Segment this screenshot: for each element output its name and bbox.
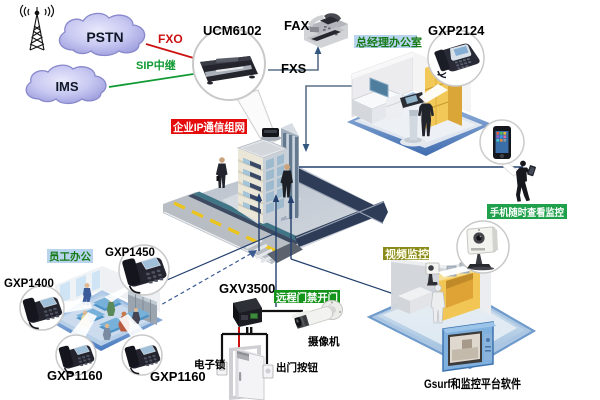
svg-text:PSTN: PSTN bbox=[86, 29, 123, 45]
svg-text:电子锁: 电子锁 bbox=[194, 358, 226, 371]
svg-text:总经理办公室: 总经理办公室 bbox=[356, 35, 422, 49]
svg-text:SIP中继: SIP中继 bbox=[136, 58, 176, 72]
svg-text:GXV3500: GXV3500 bbox=[219, 281, 275, 296]
svg-text:FAX: FAX bbox=[284, 18, 310, 33]
svg-text:FXS: FXS bbox=[281, 61, 307, 76]
svg-text:视频监控: 视频监控 bbox=[385, 247, 429, 261]
svg-text:出门按钮: 出门按钮 bbox=[276, 361, 318, 374]
svg-text:GXP1450: GXP1450 bbox=[105, 247, 155, 259]
svg-text:远程门禁开门: 远程门禁开门 bbox=[276, 291, 338, 304]
svg-text:UCM6102: UCM6102 bbox=[203, 23, 262, 38]
svg-text:FXO: FXO bbox=[158, 32, 183, 46]
svg-text:GXP1400: GXP1400 bbox=[4, 278, 54, 290]
svg-text:手机随时查看监控: 手机随时查看监控 bbox=[490, 206, 564, 219]
svg-text:员工办公: 员工办公 bbox=[49, 250, 91, 263]
svg-text:摄像机: 摄像机 bbox=[308, 335, 340, 348]
svg-text:Gsurf和监控平台软件: Gsurf和监控平台软件 bbox=[424, 376, 521, 391]
svg-text:GXP2124: GXP2124 bbox=[428, 23, 485, 38]
svg-text:IMS: IMS bbox=[55, 79, 78, 94]
svg-text:GXP1160: GXP1160 bbox=[47, 368, 103, 383]
svg-text:企业IP通信组网: 企业IP通信组网 bbox=[172, 120, 245, 134]
svg-text:GXP1160: GXP1160 bbox=[150, 369, 206, 384]
